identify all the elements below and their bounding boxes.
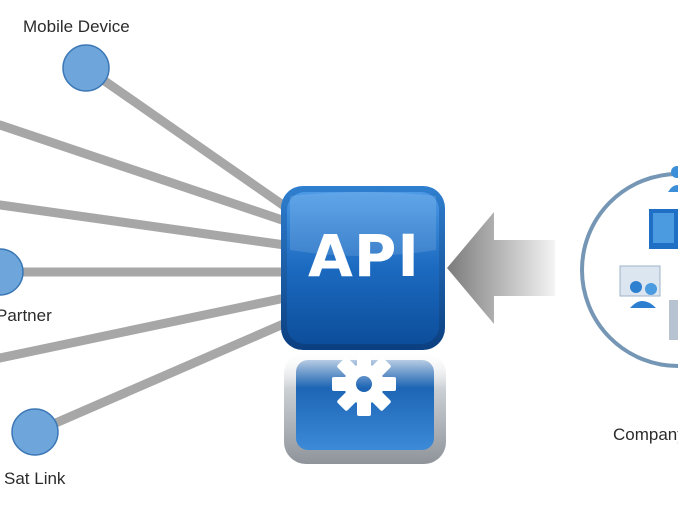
incoming-arrow bbox=[447, 212, 555, 324]
connector-bottom-left bbox=[0, 293, 290, 363]
people-icon bbox=[668, 166, 678, 192]
node-mobile-device[interactable] bbox=[62, 44, 110, 92]
api-reflection bbox=[280, 348, 450, 464]
connector-top-left-2 bbox=[0, 200, 290, 250]
node-sat-link[interactable] bbox=[11, 408, 59, 456]
connector-lines bbox=[0, 63, 295, 437]
connector-top-left-1 bbox=[0, 120, 293, 227]
company-label: Company bbox=[613, 425, 678, 444]
connector-mobile bbox=[81, 63, 295, 215]
company-circle[interactable] bbox=[580, 166, 678, 368]
mobile-device-label: Mobile Device bbox=[23, 17, 130, 36]
partner-label: Partner bbox=[0, 306, 52, 325]
api-label: API bbox=[308, 222, 420, 290]
people-group-icon bbox=[619, 265, 661, 308]
connector-satlink bbox=[30, 317, 293, 437]
node-partner[interactable] bbox=[0, 248, 24, 296]
sat-link-label: Sat Link bbox=[4, 469, 66, 488]
api-tile[interactable] bbox=[281, 186, 445, 350]
server-icon bbox=[669, 300, 678, 340]
